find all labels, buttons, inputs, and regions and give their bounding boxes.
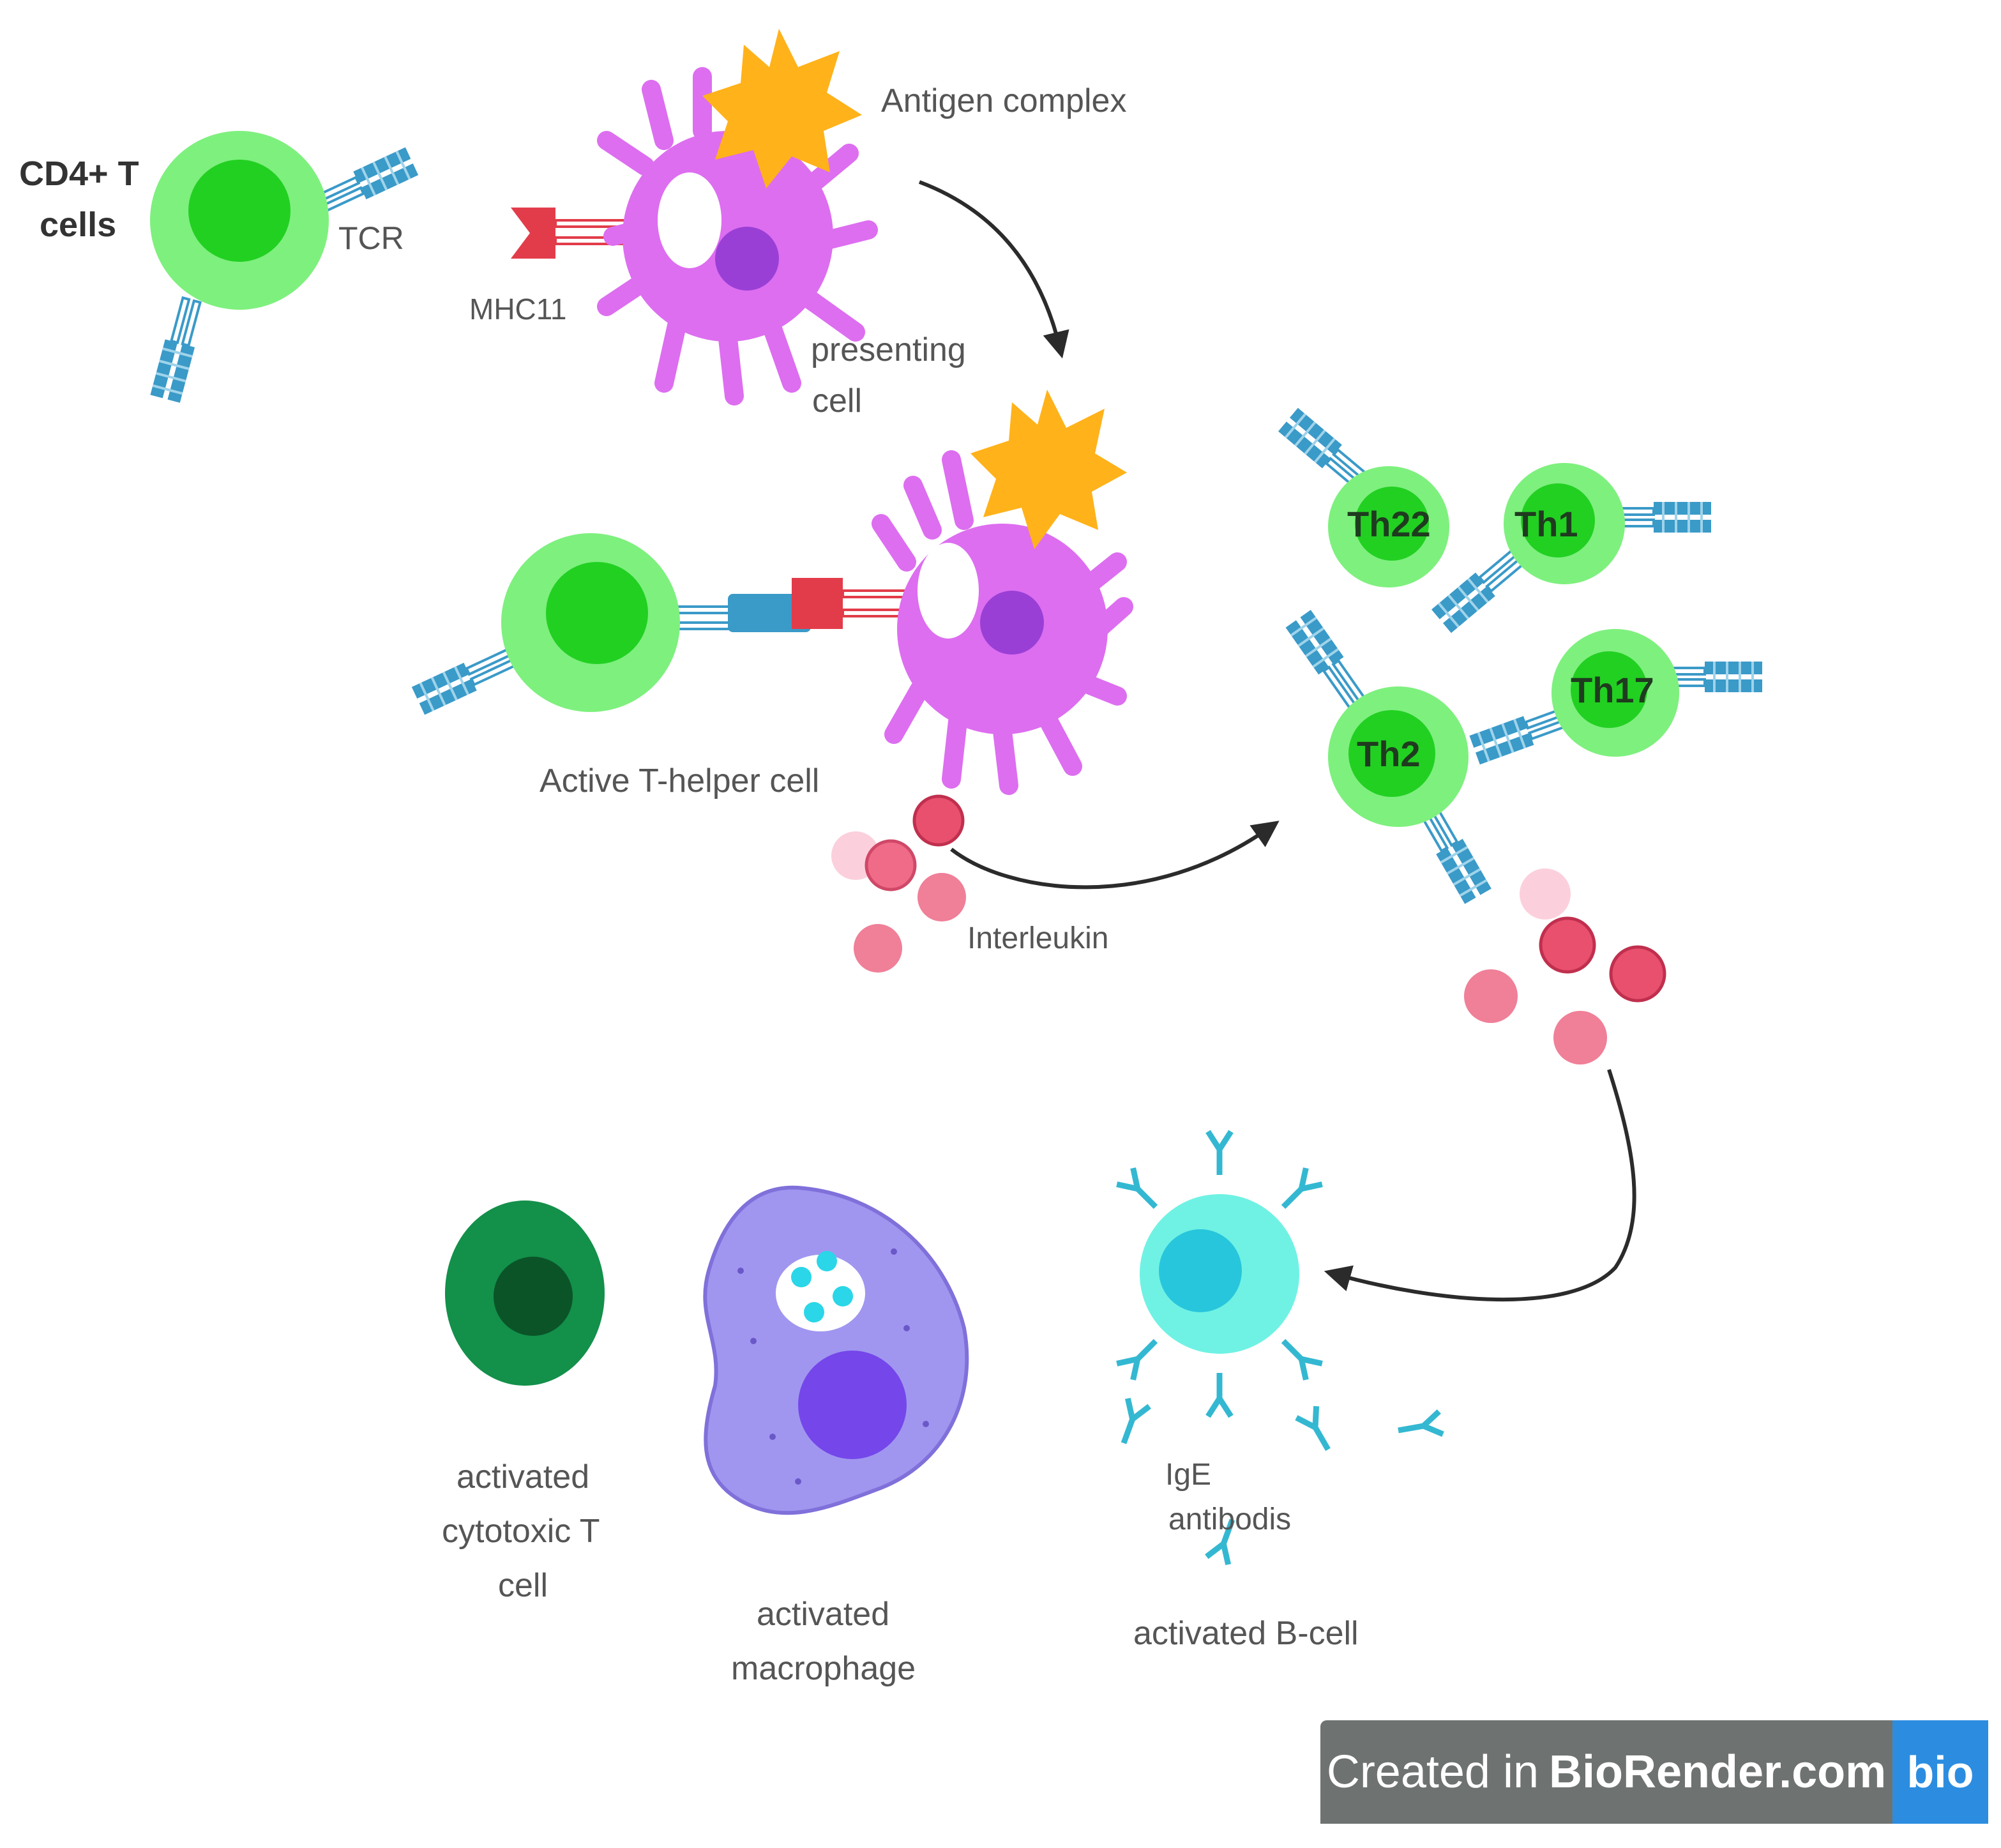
cytotoxic-label-line2: cytotoxic T bbox=[442, 1513, 600, 1550]
ige-antibody bbox=[1275, 1333, 1322, 1380]
apc-nucleus bbox=[715, 227, 779, 291]
biorender-badge-text: Created in BioRender.com bbox=[1320, 1720, 1892, 1824]
free-ige-antibody bbox=[1396, 1411, 1443, 1441]
interleukin-cluster-right bbox=[1464, 868, 1666, 1064]
presenting-label-line1: presenting bbox=[811, 331, 966, 368]
antigen-star-middle bbox=[970, 390, 1127, 549]
biorender-logo: bio bbox=[1892, 1720, 1988, 1824]
presenting-label-line2: cell bbox=[812, 382, 862, 420]
antigen-presenting-cell bbox=[511, 29, 878, 405]
arrow-to-activation bbox=[918, 180, 1069, 359]
macrophage-label-line1: activated bbox=[757, 1596, 889, 1633]
apc-vacuole bbox=[658, 172, 721, 268]
free-ige-antibody bbox=[1113, 1398, 1149, 1447]
activated-b-cell bbox=[1113, 1132, 1443, 1564]
bcell-label: activated B-cell bbox=[1133, 1615, 1359, 1652]
mhc-label: MHC11 bbox=[469, 292, 567, 326]
tcr-receptor-bottom bbox=[149, 294, 208, 404]
arrow-to-bcell bbox=[1324, 1069, 1636, 1301]
th22-label: Th22 bbox=[1347, 504, 1431, 544]
tcr-label: TCR bbox=[338, 220, 404, 256]
cd4-t-cell bbox=[149, 131, 420, 404]
th2-cell bbox=[1284, 609, 1493, 905]
th17-label: Th17 bbox=[1571, 670, 1654, 710]
interleukin-cluster-middle bbox=[831, 794, 966, 973]
active-t-helper-complex bbox=[410, 390, 1133, 795]
antigen-star-top bbox=[702, 29, 862, 188]
macrophage-label-line2: macrophage bbox=[731, 1650, 916, 1687]
cytotoxic-label-line1: activated bbox=[457, 1458, 589, 1496]
th2-label: Th2 bbox=[1357, 734, 1421, 774]
badge-prefix: Created in bbox=[1326, 1746, 1539, 1798]
cd4-t-cell-nucleus bbox=[188, 160, 291, 262]
cd4-label-line2: cells bbox=[40, 206, 116, 244]
badge-brand: BioRender.com bbox=[1549, 1746, 1887, 1798]
th17-cell bbox=[1468, 629, 1763, 766]
biorender-badge: Created in BioRender.com bio bbox=[1320, 1720, 1988, 1824]
ige-antibody bbox=[1275, 1168, 1322, 1215]
active-helper-label: Active T-helper cell bbox=[540, 762, 819, 799]
ige-antibody bbox=[1117, 1168, 1164, 1215]
ige-antibody bbox=[1208, 1132, 1231, 1175]
cytotoxic-label-line3: cell bbox=[498, 1567, 548, 1604]
interleukin-label: Interleukin bbox=[967, 921, 1108, 955]
th1-label: Th1 bbox=[1514, 504, 1578, 544]
free-ige-antibody bbox=[1296, 1406, 1338, 1455]
activated-macrophage bbox=[703, 1185, 969, 1515]
ige-antibody bbox=[1117, 1333, 1164, 1380]
ige-label-line1: IgE bbox=[1165, 1458, 1211, 1492]
th1-cell bbox=[1430, 463, 1712, 635]
th22-cell bbox=[1277, 406, 1449, 587]
arrow-to-th-subsets bbox=[950, 821, 1280, 890]
ige-antibody bbox=[1208, 1373, 1231, 1416]
ige-label-line2: antibodis bbox=[1168, 1503, 1291, 1536]
mhc-molecule bbox=[511, 208, 640, 259]
cd4-label-line1: CD4+ T bbox=[19, 155, 139, 193]
antigen-complex-label: Antigen complex bbox=[881, 82, 1126, 119]
tcr-receptor-top bbox=[311, 146, 420, 220]
activated-cytotoxic-t-cell bbox=[445, 1200, 605, 1386]
helper-tcr-left bbox=[410, 642, 519, 716]
